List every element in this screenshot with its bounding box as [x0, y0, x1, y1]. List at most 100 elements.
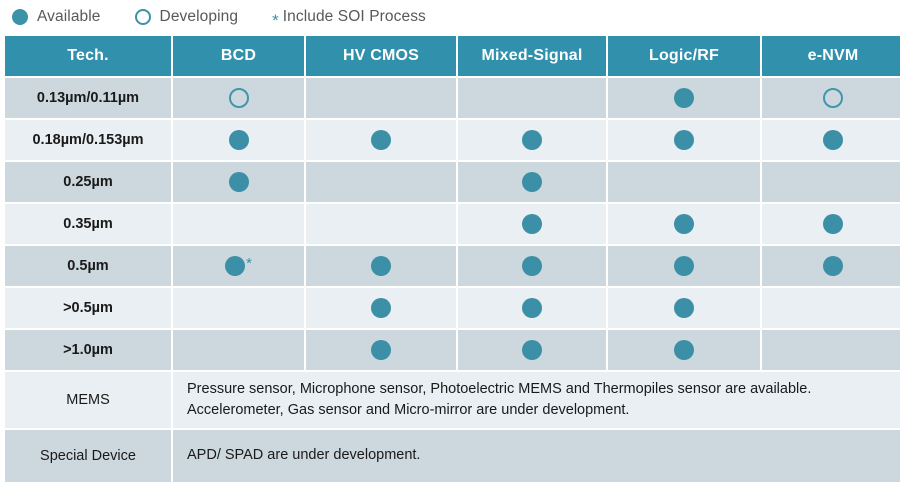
available-dot-icon	[674, 214, 694, 234]
cell-content	[762, 162, 900, 202]
note-row-special-device: Special Device APD/ SPAD are under develo…	[5, 430, 900, 482]
note-line: APD/ SPAD are under development.	[187, 447, 421, 464]
cell-content	[762, 78, 900, 118]
cell-content	[458, 330, 606, 370]
header-row: Tech. BCD HV CMOS Mixed-Signal Logic/RF …	[5, 36, 900, 76]
table-row: >0.5µm	[5, 288, 900, 328]
row-label-2: 0.18µm/0.153µm	[5, 120, 171, 160]
cell-content	[458, 204, 606, 244]
cell-content	[173, 162, 304, 202]
note-line: Pressure sensor, Microphone sensor, Phot…	[187, 380, 812, 397]
cell-content	[173, 78, 304, 118]
developing-dot-icon	[134, 9, 151, 25]
cell-2-bcd	[173, 120, 304, 160]
cell-content	[458, 246, 606, 286]
cell-content	[762, 330, 900, 370]
note-label: Special Device	[5, 430, 171, 482]
available-dot-icon	[12, 9, 28, 25]
table-row: >1.0µm	[5, 330, 900, 370]
legend: Available Developing * Include SOI Proce…	[0, 0, 900, 34]
column-header-tech: Tech.	[5, 36, 171, 76]
cell-7-bcd	[173, 330, 304, 370]
developing-dot-icon	[228, 88, 249, 108]
available-dot-icon	[522, 256, 542, 276]
cell-content	[306, 162, 456, 202]
cell-6-mixed-signal	[458, 288, 606, 328]
cell-content	[306, 78, 456, 118]
legend-label-developing: Developing	[159, 8, 239, 25]
cell-2-mixed-signal	[458, 120, 606, 160]
row-label-1: 0.13µm/0.11µm	[5, 78, 171, 118]
legend-item-soi: * Include SOI Process	[272, 8, 426, 30]
cell-content	[306, 246, 456, 286]
cell-4-e-nvm	[762, 204, 900, 244]
legend-label-soi: Include SOI Process	[282, 8, 426, 25]
cell-6-bcd	[173, 288, 304, 328]
technology-matrix-wrapper: Tech. BCD HV CMOS Mixed-Signal Logic/RF …	[3, 34, 900, 484]
cell-3-bcd	[173, 162, 304, 202]
available-dot-icon	[228, 172, 249, 192]
cell-content	[458, 288, 606, 328]
cell-content	[608, 162, 760, 202]
column-header-logic-rf: Logic/RF	[608, 36, 760, 76]
row-label-4: 0.35µm	[5, 204, 171, 244]
cell-content	[608, 204, 760, 244]
cell-1-logic-rf	[608, 78, 760, 118]
cell-content	[306, 288, 456, 328]
cell-2-e-nvm	[762, 120, 900, 160]
available-dot-icon	[371, 256, 391, 276]
row-label-7: >1.0µm	[5, 330, 171, 370]
developing-dot-icon	[823, 88, 843, 108]
cell-6-hv-cmos	[306, 288, 456, 328]
available-dot-icon	[674, 130, 694, 150]
cell-content	[306, 204, 456, 244]
available-dot-icon	[823, 130, 843, 150]
available-dot-icon	[522, 298, 542, 318]
available-dot-icon	[371, 130, 391, 150]
column-header-mixed-signal: Mixed-Signal	[458, 36, 606, 76]
cell-content	[608, 78, 760, 118]
available-dot-icon	[522, 130, 542, 150]
row-label-6: >0.5µm	[5, 288, 171, 328]
cell-5-mixed-signal	[458, 246, 606, 286]
cell-content	[458, 120, 606, 160]
cell-1-bcd	[173, 78, 304, 118]
cell-5-logic-rf	[608, 246, 760, 286]
cell-4-hv-cmos	[306, 204, 456, 244]
available-dot-icon	[823, 256, 843, 276]
available-dot-icon	[674, 88, 694, 108]
cell-content	[306, 330, 456, 370]
legend-item-developing: Developing	[134, 8, 239, 26]
cell-2-hv-cmos	[306, 120, 456, 160]
available-dot-icon	[674, 298, 694, 318]
cell-content	[608, 330, 760, 370]
cell-1-hv-cmos	[306, 78, 456, 118]
available-dot-icon	[522, 172, 542, 192]
legend-label-available: Available	[37, 8, 101, 25]
cell-3-mixed-signal	[458, 162, 606, 202]
cell-2-logic-rf	[608, 120, 760, 160]
cell-content	[306, 120, 456, 160]
cell-content	[762, 288, 900, 328]
cell-content	[762, 246, 900, 286]
cell-content	[173, 204, 304, 244]
available-dot-icon	[522, 214, 542, 234]
table-header: Tech. BCD HV CMOS Mixed-Signal Logic/RF …	[5, 36, 900, 76]
available-dot-icon	[371, 340, 391, 360]
cell-5-bcd: *	[173, 246, 304, 286]
row-label-3: 0.25µm	[5, 162, 171, 202]
available-dot-icon	[522, 340, 542, 360]
cell-7-hv-cmos	[306, 330, 456, 370]
cell-content	[458, 78, 606, 118]
table-row: 0.18µm/0.153µm	[5, 120, 900, 160]
cell-5-hv-cmos	[306, 246, 456, 286]
available-dot-icon	[371, 298, 391, 318]
row-label-5: 0.5µm	[5, 246, 171, 286]
legend-item-available: Available	[12, 8, 101, 26]
technology-matrix-table: Tech. BCD HV CMOS Mixed-Signal Logic/RF …	[3, 34, 900, 484]
table-row: 0.25µm	[5, 162, 900, 202]
cell-content	[173, 288, 304, 328]
soi-asterisk-icon: *	[272, 10, 279, 30]
